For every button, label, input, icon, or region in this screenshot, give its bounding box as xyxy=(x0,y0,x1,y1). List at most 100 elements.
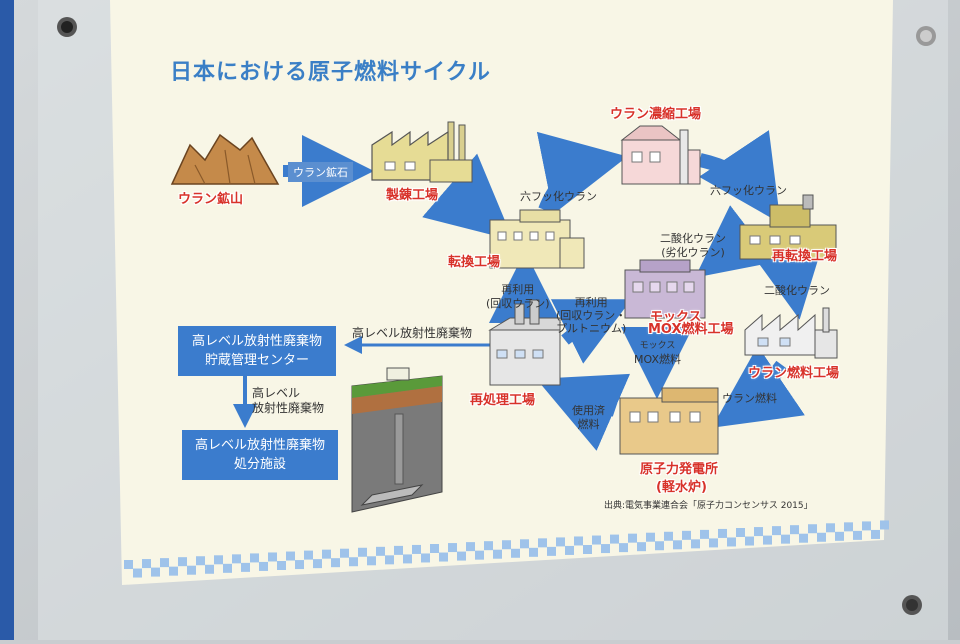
checker-square xyxy=(385,555,394,565)
checker-square xyxy=(646,532,655,542)
mounting-screw-icon xyxy=(916,26,936,46)
checker-square xyxy=(214,555,223,565)
flow-label-uranium-ore: ウラン鉱石 xyxy=(288,162,353,182)
checker-square xyxy=(727,537,736,547)
checker-square xyxy=(808,524,817,534)
checker-square xyxy=(511,548,520,558)
flow-label-reuse-plutonium-line3: プルトニウム) xyxy=(556,322,627,335)
checker-square xyxy=(763,535,772,545)
checker-square xyxy=(547,546,556,556)
flow-label-hlw-down-line1: 高レベル xyxy=(252,386,301,400)
checker-square xyxy=(601,544,610,554)
disposal-facility-line2: 処分施設 xyxy=(233,457,286,472)
checker-square xyxy=(754,527,763,537)
checker-square xyxy=(736,528,745,537)
checker-square xyxy=(241,562,250,572)
mox-fuel-factory-icon xyxy=(624,259,706,319)
checker-square xyxy=(160,558,169,568)
label-reprocessing-plant: 再処理工場 xyxy=(470,393,536,408)
checker-square xyxy=(340,548,349,558)
checker-square xyxy=(205,564,214,574)
checker-square xyxy=(322,549,331,559)
reprocessing-plant-icon xyxy=(488,299,561,386)
label-uranium-mine: ウラン鉱山 xyxy=(178,192,244,207)
checker-square xyxy=(493,549,502,559)
flow-label-uranium-fuel: ウラン燃料 xyxy=(722,392,777,405)
reconversion-factory-icon xyxy=(739,194,837,260)
checker-square xyxy=(538,538,547,548)
label-mox-fuel-factory: MOX燃料工場 xyxy=(648,322,734,337)
flow-label-uo2: 二酸化ウラン xyxy=(764,284,830,297)
checker-square xyxy=(835,531,844,541)
flow-label-depleted-uo2-line1: 二酸化ウラン xyxy=(660,232,726,245)
label-power-plant-type: (軽水炉) xyxy=(656,480,707,495)
flow-label-depleted-uo2: 二酸化ウラン (劣化ウラン) xyxy=(660,232,726,260)
mounting-screw-icon xyxy=(57,17,77,37)
checker-square xyxy=(268,552,277,562)
checker-square xyxy=(520,539,529,549)
checker-square xyxy=(718,528,727,538)
checker-square xyxy=(502,540,511,550)
storage-center-line2: 貯蔵管理センター xyxy=(204,353,309,368)
checker-square xyxy=(556,537,565,547)
label-uranium-fuel-factory: ウラン燃料工場 xyxy=(748,366,840,381)
flow-label-hlw-down-line2: 放射性廃棄物 xyxy=(252,401,325,415)
checker-square xyxy=(484,541,493,551)
checker-square xyxy=(475,550,484,560)
checker-square xyxy=(655,541,664,551)
flow-label-mox-fuel-text: MOX燃料 xyxy=(634,353,681,366)
checker-square xyxy=(196,556,205,566)
label-refining-factory: 製錬工場 xyxy=(386,188,439,203)
label-conversion-factory: 転換工場 xyxy=(448,255,501,270)
label-reconversion-factory: 再転換工場 xyxy=(772,249,838,264)
checker-square xyxy=(565,545,574,555)
checker-square xyxy=(466,542,475,552)
checker-square xyxy=(673,540,682,550)
power-plant-icon xyxy=(619,387,719,455)
checker-square xyxy=(376,546,385,556)
checker-square xyxy=(781,534,790,544)
source-citation: 出典:電気事業連合会「原子力コンセンサス 2015」 xyxy=(604,501,813,511)
label-enrichment-factory: ウラン濃縮工場 xyxy=(610,107,702,122)
checker-square xyxy=(358,547,367,557)
checker-square xyxy=(367,556,376,566)
checker-square xyxy=(223,563,232,573)
disposal-site-icon xyxy=(351,367,443,513)
checker-square xyxy=(448,543,457,553)
mounting-screw-icon xyxy=(902,595,922,615)
checker-square xyxy=(250,553,259,563)
flow-label-hlw-down: 高レベル 放射性廃棄物 xyxy=(252,386,324,416)
checker-square xyxy=(169,566,178,576)
storage-center-box: 高レベル放射性廃棄物 貯蔵管理センター xyxy=(178,326,336,376)
checker-square xyxy=(610,534,619,544)
checker-square xyxy=(682,530,691,540)
checker-square xyxy=(862,521,871,531)
checker-square xyxy=(187,565,196,575)
checker-square xyxy=(439,552,448,562)
checker-square xyxy=(871,529,880,539)
checker-square xyxy=(790,525,799,535)
checker-square xyxy=(295,560,304,570)
label-mox-ruby: モックス xyxy=(650,310,702,325)
checker-square xyxy=(880,520,889,530)
checker-square xyxy=(619,543,628,553)
flow-label-hlw: 高レベル放射性廃棄物 xyxy=(352,326,473,340)
uranium-mine-icon xyxy=(170,133,280,185)
checker-square xyxy=(277,561,286,570)
checker-square xyxy=(592,535,601,545)
conversion-factory-icon xyxy=(489,209,585,269)
flow-label-reuse-plutonium: 再利用 (回収ウラン・ プルトニウム) xyxy=(556,296,626,335)
checker-square xyxy=(331,558,340,568)
flow-label-uf6-a: 六フッ化ウラン xyxy=(520,190,597,203)
checker-square xyxy=(745,536,754,546)
checker-square xyxy=(124,560,133,569)
disposal-facility-box: 高レベル放射性廃棄物 処分施設 xyxy=(182,430,338,480)
checkered-border xyxy=(124,520,889,578)
flow-label-spent-fuel-line1: 使用済 xyxy=(572,404,605,417)
flow-label-depleted-uo2-line2: (劣化ウラン) xyxy=(661,246,725,259)
label-power-plant: 原子力発電所 xyxy=(640,462,719,477)
flow-label-reuse-uranium: 再利用 (回収ウラン) xyxy=(486,283,550,311)
checker-square xyxy=(178,557,187,567)
checker-square xyxy=(772,526,781,536)
